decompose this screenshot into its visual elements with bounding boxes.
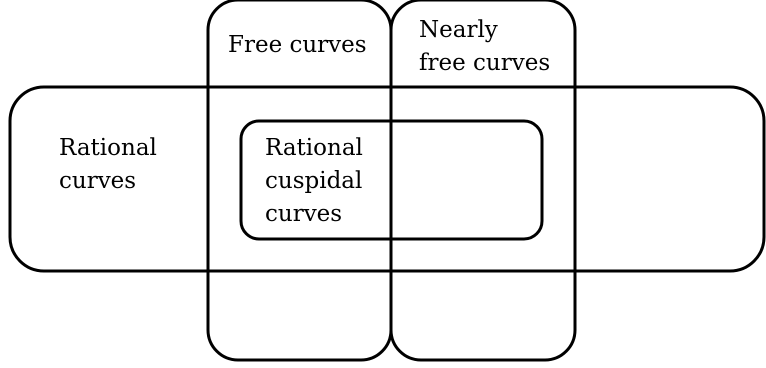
rational-cuspidal-curves-label-line-2: cuspidal bbox=[265, 168, 362, 194]
rational-curves-label-line-1: Rational bbox=[59, 135, 157, 161]
nearly-free-curves-region bbox=[389, 0, 577, 362]
rational-cuspidal-curves-label-line-1: Rational bbox=[265, 135, 363, 161]
nearly-free-curves-label: Nearly free curves bbox=[419, 17, 550, 76]
free-curves-label-line-1: Free curves bbox=[228, 32, 367, 58]
rational-cuspidal-curves-label-line-3: curves bbox=[265, 201, 342, 227]
free-curves-label: Free curves bbox=[228, 32, 367, 58]
rational-curves-region bbox=[8, 85, 766, 273]
rational-curves-label: Rational curves bbox=[59, 135, 164, 194]
rational-curves-label-line-2: curves bbox=[59, 168, 136, 194]
nearly-free-curves-label-line-1: Nearly bbox=[419, 17, 498, 43]
rational-cuspidal-curves-label: Rational cuspidal curves bbox=[265, 135, 370, 227]
nearly-free-curves-label-line-2: free curves bbox=[419, 50, 550, 76]
rational-cuspidal-curves-region bbox=[239, 119, 544, 241]
